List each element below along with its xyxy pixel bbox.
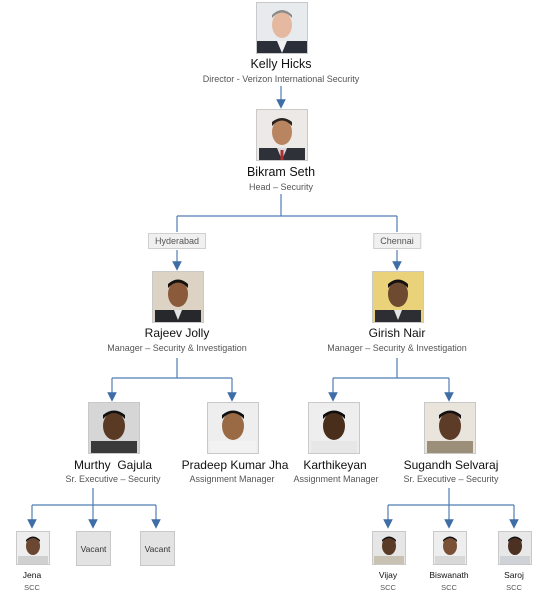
- vacant-position-2: Vacant: [140, 531, 175, 566]
- photo-biswanath: [433, 531, 467, 565]
- person-photo-icon: [425, 403, 475, 453]
- name-karthikeyan: Karthikeyan: [303, 458, 367, 472]
- name-murthy-gajula: Murthy Gajula: [73, 458, 153, 472]
- title-sugandh-selvaraj: Sr. Executive – Security: [403, 474, 499, 484]
- person-photo-icon: [257, 3, 307, 53]
- title-kelly-hicks: Director - Verizon International Securit…: [202, 74, 360, 84]
- person-photo-icon: [373, 532, 405, 564]
- photo-vijay: [372, 531, 406, 565]
- photo-girish-nair: [372, 271, 424, 323]
- name-rajeev-jolly: Rajeev Jolly: [144, 326, 210, 340]
- title-murthy-gajula: Sr. Executive – Security: [65, 474, 161, 484]
- name-biswanath: Biswanath: [429, 570, 469, 580]
- photo-kelly-hicks: [256, 2, 308, 54]
- photo-karthikeyan: [308, 402, 360, 454]
- person-photo-icon: [89, 403, 139, 453]
- title-jena: SCC: [24, 583, 40, 592]
- photo-jena: [16, 531, 50, 565]
- photo-rajeev-jolly: [152, 271, 204, 323]
- name-kelly-hicks: Kelly Hicks: [250, 57, 312, 71]
- title-rajeev-jolly: Manager – Security & Investigation: [107, 343, 247, 353]
- name-bikram-seth: Bikram Seth: [246, 165, 316, 179]
- photo-bikram-seth: [256, 109, 308, 161]
- photo-murthy-gajula: [88, 402, 140, 454]
- name-sugandh-selvaraj: Sugandh Selvaraj: [403, 458, 499, 472]
- person-photo-icon: [257, 110, 307, 160]
- title-girish-nair: Manager – Security & Investigation: [327, 343, 467, 353]
- person-photo-icon: [309, 403, 359, 453]
- title-pradeep-kumar-jha: Assignment Manager: [189, 474, 275, 484]
- photo-pradeep-kumar-jha: [207, 402, 259, 454]
- name-pradeep-kumar-jha: Pradeep Kumar Jha: [181, 458, 289, 472]
- name-vijay: Vijay: [378, 570, 398, 580]
- person-photo-icon: [373, 272, 423, 322]
- photo-sugandh-selvaraj: [424, 402, 476, 454]
- title-karthikeyan: Assignment Manager: [293, 474, 379, 484]
- title-saroj: SCC: [506, 583, 522, 592]
- person-photo-icon: [434, 532, 466, 564]
- vacant-position-1: Vacant: [76, 531, 111, 566]
- location-hyderabad: Hyderabad: [147, 233, 207, 249]
- person-photo-icon: [153, 272, 203, 322]
- name-girish-nair: Girish Nair: [368, 326, 426, 340]
- title-vijay: SCC: [380, 583, 396, 592]
- person-photo-icon: [499, 532, 531, 564]
- title-biswanath: SCC: [441, 583, 457, 592]
- person-photo-icon: [17, 532, 49, 564]
- name-saroj: Saroj: [504, 570, 524, 580]
- person-photo-icon: [208, 403, 258, 453]
- location-chennai: Chennai: [373, 233, 421, 249]
- title-bikram-seth: Head – Security: [248, 182, 314, 192]
- name-jena: Jena: [22, 570, 42, 580]
- photo-saroj: [498, 531, 532, 565]
